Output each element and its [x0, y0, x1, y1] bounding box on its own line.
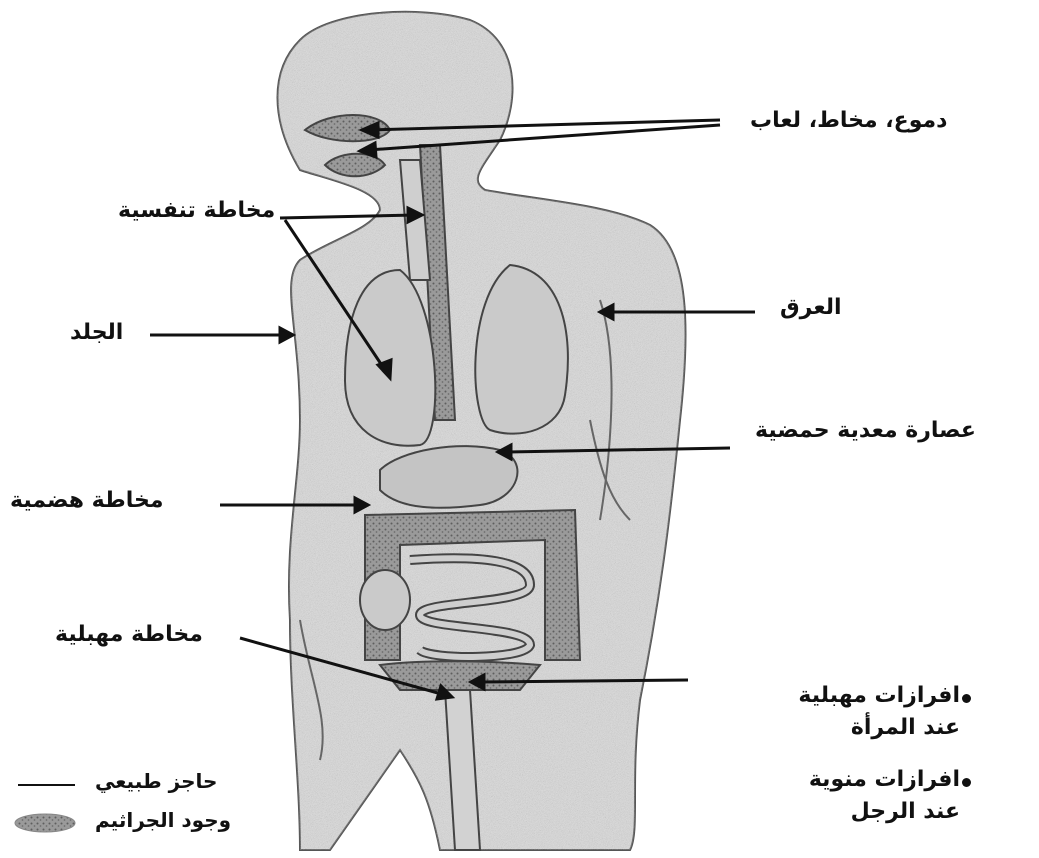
legend-germ-swatch — [15, 814, 75, 832]
label-female-secretions: افرازات مهبلية عند المرأة — [770, 680, 960, 744]
label-digestive-mucosa: مخاطة هضمية — [10, 488, 163, 513]
label-sweat: العرق — [780, 295, 842, 320]
legend-natural-barrier: حاجز طبيعي — [95, 770, 217, 793]
label-skin: الجلد — [70, 320, 123, 345]
label-gastric-juice: عصارة معدية حمضية — [755, 418, 976, 443]
bladder — [360, 570, 410, 630]
label-vaginal-mucosa: مخاطة مهبلية — [55, 622, 203, 647]
label-tears-mucus-saliva: دموع، مخاط، لعاب — [750, 108, 947, 133]
legend-germs-presence: وجود الجراثيم — [95, 809, 231, 832]
bullet-male — [962, 778, 971, 787]
label-respiratory-mucosa: مخاطة تنفسية — [118, 198, 275, 223]
arrow-secretions — [478, 680, 688, 682]
pelvic-organs — [380, 661, 540, 690]
bullet-female — [962, 694, 971, 703]
arrowhead-skin — [280, 328, 293, 342]
label-male-secretions: افرازات منوية عند الرجل — [770, 764, 960, 828]
